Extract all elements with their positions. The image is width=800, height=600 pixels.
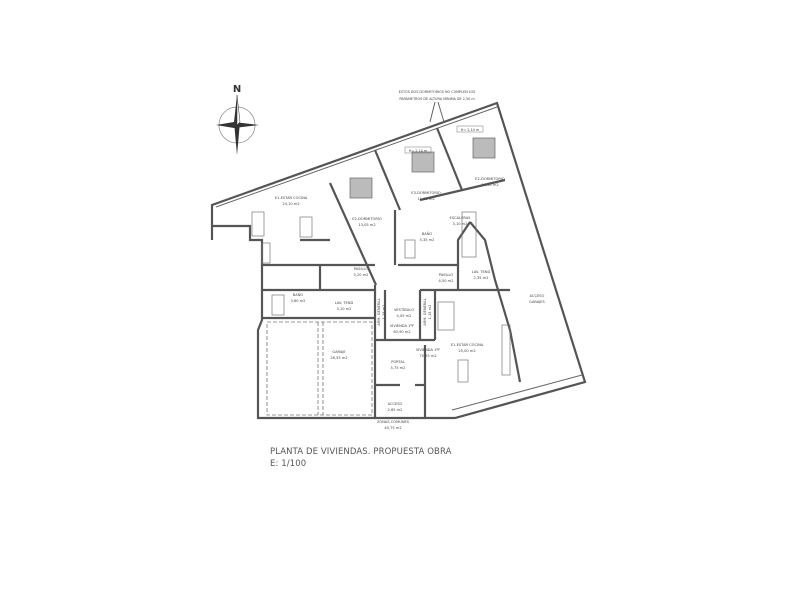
room-label: E2-DORMITORIO: [352, 217, 382, 221]
room-area: 5,75 m2: [391, 366, 406, 370]
plan-caption: PLANTA DE VIVIENDAS. PROPUESTA OBRA E: 1…: [270, 446, 452, 470]
room-area: GARAJES: [529, 300, 545, 304]
height-tag: H= 2,14 m: [461, 128, 480, 132]
room-area: 13,05 m2: [358, 223, 375, 227]
height-tag: H= 2,14 m: [409, 149, 428, 153]
room-label: VESTÍBULO: [394, 307, 414, 312]
height-note: ESTOS DOS DORMITORIOS NO CUMPLEN LOS PAR…: [399, 90, 484, 154]
interior-walls: [262, 127, 522, 418]
room-label: PASILLO: [439, 273, 454, 277]
room-label: ZONAS COMUNES: [377, 420, 410, 424]
room-area: 1,15 m2: [428, 305, 432, 320]
room-label: E2-DORMITORIO: [475, 177, 505, 181]
room-labels: E1-ESTAR COCINA 24,10 m2 E2-DORMITORIO 1…: [275, 177, 546, 430]
room-area: 28,55 m2: [330, 356, 347, 360]
room-label: LAV. TEND: [335, 301, 354, 305]
room-area: 3,10 m2: [337, 307, 352, 311]
room-area: 4,50 m2: [439, 279, 454, 283]
bed-icon: [411, 151, 435, 173]
room-area: 75,25 m2: [419, 354, 436, 358]
room-label: ACCESO: [530, 294, 545, 298]
dining-table-icon: [251, 211, 265, 237]
room-label: VIVIENDA 1ºF: [416, 348, 440, 352]
plan-scale: E: 1/100: [270, 459, 307, 469]
room-area: 5,35 m2: [420, 238, 435, 242]
room-area: 4,05 m2: [397, 314, 412, 318]
room-area: 11,95 m2: [417, 197, 434, 201]
room-label: GARAJE: [332, 350, 346, 354]
bed-icon: [349, 177, 373, 199]
room-area: 1,15 m2: [382, 305, 386, 320]
note-line-1: ESTOS DOS DORMITORIOS NO CUMPLEN LOS: [399, 90, 476, 94]
room-label: ARM. GENERAL: [423, 298, 427, 325]
north-compass-icon: N: [216, 84, 259, 155]
room-label: LAV. TEND: [472, 270, 491, 274]
garage-parking-outline: [266, 321, 373, 416]
room-area: 40,75 m2: [384, 426, 401, 430]
room-area: 3,10 m2: [453, 222, 468, 226]
exterior-walls: [210, 101, 587, 420]
plan-title: PLANTA DE VIVIENDAS. PROPUESTA OBRA: [270, 447, 452, 457]
sofa-icon: [299, 216, 313, 238]
room-area: 24,10 m2: [282, 202, 299, 206]
room-area: 3,60 m2: [291, 299, 306, 303]
shower-icon: [404, 239, 416, 259]
stairs-icon: [461, 211, 477, 258]
room-label: PORTAL: [391, 360, 405, 364]
room-label: BAÑO: [422, 231, 433, 236]
room-label: E1-ESTAR COCINA: [275, 196, 308, 200]
furniture: [251, 137, 511, 383]
kitchen-counter-icon: [261, 242, 271, 264]
note-line-2: PARÁMETROS DE ALTURA MÍNIMA DE 2,50 m: [399, 96, 475, 101]
room-area: 14,15 m2: [481, 183, 498, 187]
room-area: 2,35 m2: [474, 276, 489, 280]
bed-icon: [472, 137, 496, 159]
room-label: ARM. GENERAL: [377, 298, 381, 325]
room-area: 60,90 m2: [393, 330, 410, 334]
room-label: ESCALERAS: [450, 216, 472, 220]
room-area: 25,00 m2: [458, 349, 475, 353]
room-label: VIVIENDA 1ºF: [390, 324, 414, 328]
room-label: PASILLO: [354, 267, 369, 271]
room-label: BAÑO: [293, 292, 304, 297]
room-label: E1-ESTAR COCINA: [451, 343, 484, 347]
dining-table-icon: [437, 301, 455, 331]
shower-icon: [271, 294, 285, 316]
room-label: E3-DORMITORIO: [411, 191, 441, 195]
room-label: ACCESO: [388, 402, 403, 406]
room-area: 5,20 m2: [354, 273, 369, 277]
sofa-icon: [457, 359, 469, 383]
room-area: 2,65 m2: [388, 408, 403, 412]
north-label: N: [233, 84, 241, 95]
kitchen-counter-icon: [501, 324, 511, 376]
